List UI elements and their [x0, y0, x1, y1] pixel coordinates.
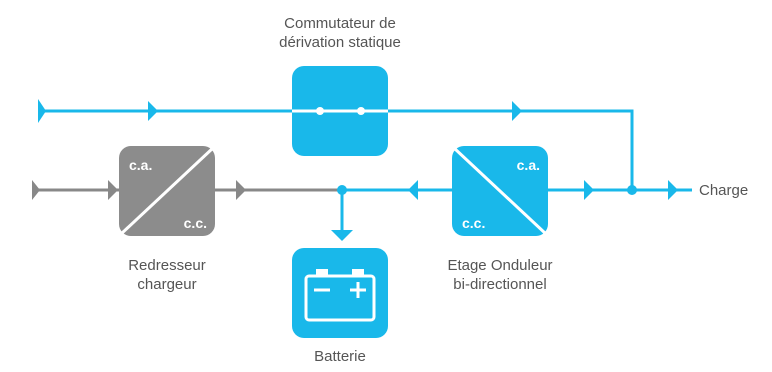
inverter-dc-label: c.c.	[462, 215, 485, 231]
battery-icon	[304, 269, 376, 322]
battery-down-arrow	[331, 230, 353, 241]
input-arrow-3	[236, 180, 246, 200]
output-arrow-2	[668, 180, 678, 200]
output-load-label: Charge	[699, 182, 749, 199]
battery-branch	[331, 190, 353, 241]
bypass-junction-dot	[627, 185, 637, 195]
bypass-label-line1: Commutateur de	[284, 15, 396, 32]
output-arrow-1	[584, 180, 594, 200]
rectifier-label-line1: Redresseur	[128, 257, 206, 274]
rectifier-dc-label: c.c.	[184, 215, 207, 231]
bypass-arrow-2	[148, 101, 158, 121]
input-arrow-1	[32, 180, 40, 200]
input-arrow-2	[108, 180, 118, 200]
rectifier-ac-label: c.a.	[129, 157, 152, 173]
bypass-arrow-1	[38, 99, 46, 123]
rectifier-label: Redresseur chargeur	[97, 256, 237, 294]
inverter-label-line1: Etage Onduleur	[447, 257, 553, 274]
rectifier-charger-block: c.a. c.c.	[119, 146, 215, 236]
bypass-label: Commutateur de dérivation statique	[238, 14, 442, 52]
battery-label: Batterie	[314, 348, 366, 365]
rectifier-label-line2: chargeur	[137, 276, 197, 293]
bypass-arrow-3	[512, 101, 522, 121]
static-bypass-switch	[292, 66, 388, 156]
battery-block	[292, 248, 388, 338]
inverter-to-battery-arrow	[408, 180, 418, 200]
inverter-label: Etage Onduleur bi-directionnel	[420, 256, 580, 294]
inverter-label-line2: bi-directionnel	[453, 276, 547, 293]
bidirectional-inverter-block: c.a. c.c.	[452, 146, 548, 236]
inverter-ac-label: c.a.	[517, 157, 540, 173]
static-switch-icon	[292, 107, 388, 115]
bypass-label-line2: dérivation statique	[279, 34, 401, 51]
